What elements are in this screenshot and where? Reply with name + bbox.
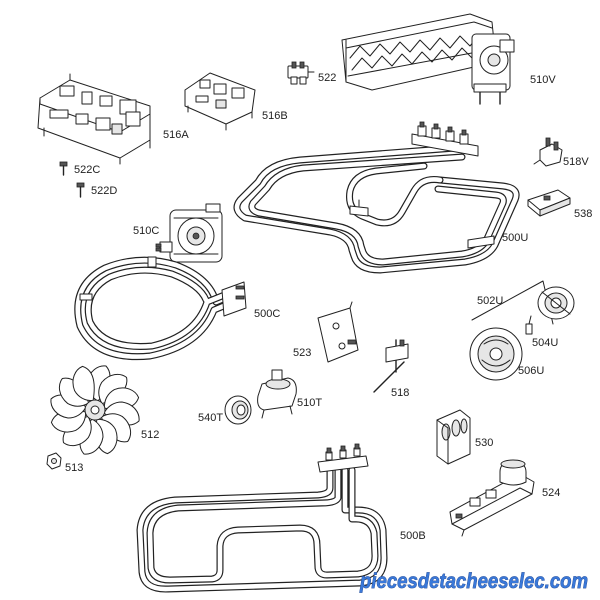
screw-522C bbox=[59, 161, 68, 176]
control-board-516A bbox=[37, 73, 151, 165]
knob-506U bbox=[469, 327, 523, 381]
label-500C: 500C bbox=[254, 308, 280, 320]
label-524: 524 bbox=[542, 487, 560, 499]
grill-element-500U bbox=[237, 121, 516, 270]
circular-element-500C bbox=[78, 256, 247, 357]
control-board-516B bbox=[184, 72, 256, 131]
fan-blade-512 bbox=[48, 363, 142, 457]
label-502U: 502U bbox=[477, 295, 503, 307]
label-538: 538 bbox=[574, 208, 592, 220]
fan-motor-510C bbox=[155, 203, 223, 263]
tangential-fan-510V bbox=[341, 13, 515, 105]
motor-510T bbox=[257, 369, 297, 419]
seal-ring-540T bbox=[224, 395, 252, 425]
label-516B: 516B bbox=[262, 110, 288, 122]
label-518: 518 bbox=[391, 387, 409, 399]
bottom-element-500B bbox=[140, 443, 384, 589]
watermark-text: piecesdetacheeselec.com bbox=[359, 570, 588, 593]
label-522D: 522D bbox=[91, 185, 117, 197]
label-500B: 500B bbox=[400, 530, 426, 542]
bracket-518 bbox=[373, 339, 409, 393]
label-506U: 506U bbox=[518, 365, 544, 377]
bracket-538 bbox=[527, 189, 571, 217]
label-500U: 500U bbox=[502, 232, 528, 244]
label-504U: 504U bbox=[532, 337, 558, 349]
nut-513 bbox=[46, 452, 62, 470]
label-510T: 510T bbox=[297, 397, 322, 409]
screw-522D bbox=[76, 182, 85, 198]
label-510C: 510C bbox=[133, 225, 159, 237]
connector-522 bbox=[287, 61, 315, 85]
ring-504U bbox=[525, 286, 575, 335]
label-513: 513 bbox=[65, 462, 83, 474]
label-512: 512 bbox=[141, 429, 159, 441]
label-523: 523 bbox=[293, 347, 311, 359]
label-510V: 510V bbox=[530, 74, 556, 86]
label-522: 522 bbox=[318, 72, 336, 84]
label-540T: 540T bbox=[198, 412, 223, 424]
relay-530 bbox=[436, 409, 471, 465]
thermostat-524 bbox=[449, 459, 535, 537]
part-labels: 510V 522 516A 516B 522C 522D 518V 538 50… bbox=[65, 72, 592, 542]
clip-518V bbox=[533, 137, 563, 167]
label-516A: 516A bbox=[163, 129, 189, 141]
plate-523 bbox=[317, 301, 359, 363]
label-522C: 522C bbox=[74, 164, 100, 176]
label-530: 530 bbox=[475, 437, 493, 449]
label-518V: 518V bbox=[563, 156, 589, 168]
